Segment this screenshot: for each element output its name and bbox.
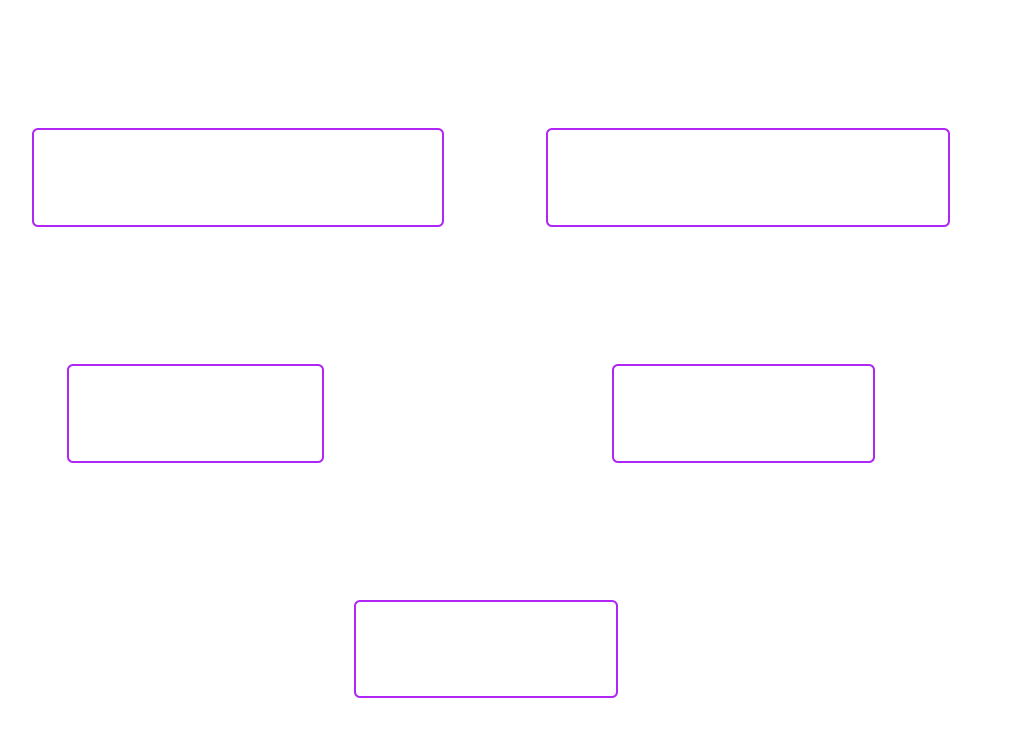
diagram-node-4 [612,364,875,463]
diagram-node-5 [354,600,618,698]
diagram-node-2 [546,128,950,227]
diagram-node-3 [67,364,324,463]
diagram-node-1 [32,128,444,227]
